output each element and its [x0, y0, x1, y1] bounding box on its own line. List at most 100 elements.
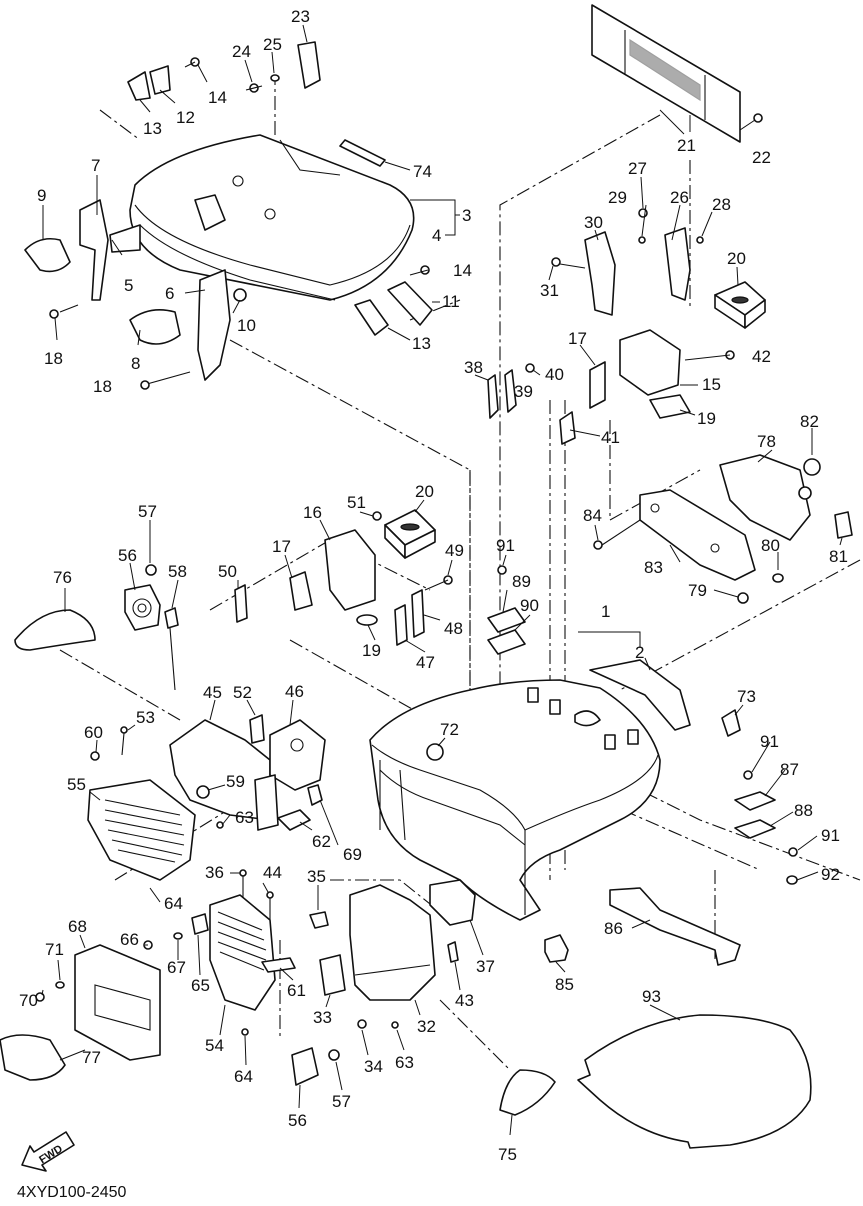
callout-66: 66 — [120, 930, 139, 949]
rail-86 — [609, 887, 741, 966]
callout-21: 21 — [677, 136, 696, 155]
forward-arrow: FWD — [21, 1131, 75, 1172]
parts-87-88-91-92 — [734, 770, 798, 885]
callout-40: 40 — [545, 365, 564, 384]
callout-14: 14 — [453, 261, 472, 280]
inner-bracket-16 — [234, 509, 453, 646]
callout-17: 17 — [568, 329, 587, 348]
strip-74 — [339, 139, 411, 171]
callout-46: 46 — [285, 682, 304, 701]
grille-55 — [87, 779, 196, 881]
part-35 — [309, 911, 329, 929]
callout-51: 51 — [347, 493, 366, 512]
hinge-pieces-top-left — [127, 57, 208, 113]
callout-labels: 23 24 25 14 12 13 74 3 4 7 9 5 6 10 8 18… — [19, 7, 848, 1164]
callout-12: 12 — [176, 108, 195, 127]
callout-19: 19 — [697, 409, 716, 428]
callout-65: 65 — [191, 976, 210, 995]
callout-11: 11 — [442, 292, 460, 311]
callout-58: 58 — [168, 562, 187, 581]
callout-15: 15 — [702, 375, 721, 394]
callout-93: 93 — [642, 987, 661, 1006]
callout-91: 91 — [760, 732, 779, 751]
callout-20: 20 — [415, 482, 434, 501]
bracket-15-17 — [589, 329, 735, 419]
lid-assembly — [129, 134, 415, 301]
callout-35: 35 — [307, 867, 326, 886]
bracket-23-24-25 — [244, 24, 321, 93]
callout-67: 67 — [167, 958, 186, 977]
callout-4: 4 — [432, 226, 441, 245]
screws-36-44 — [239, 869, 274, 920]
callout-84: 84 — [583, 506, 602, 525]
callout-16: 16 — [303, 503, 322, 522]
callout-76: 76 — [53, 568, 72, 587]
callout-78: 78 — [757, 432, 776, 451]
callout-20: 20 — [727, 249, 746, 268]
callout-52: 52 — [233, 683, 252, 702]
leader-lines — [41, 109, 843, 1136]
callout-30: 30 — [584, 213, 603, 232]
reflector-77 — [0, 1034, 66, 1081]
callout-14: 14 — [208, 88, 227, 107]
callout-22: 22 — [752, 148, 771, 167]
inner-panel-45 — [90, 714, 326, 831]
callout-92: 92 — [821, 865, 840, 884]
callout-91: 91 — [496, 536, 515, 555]
callout-69: 69 — [343, 845, 362, 864]
bracket-3-4 — [410, 199, 460, 236]
callout-49: 49 — [445, 541, 464, 560]
callout-72: 72 — [440, 720, 459, 739]
callout-37: 37 — [476, 957, 495, 976]
callout-83: 83 — [644, 558, 663, 577]
latch-assembly-26-31 — [551, 208, 704, 316]
callout-47: 47 — [416, 653, 435, 672]
callout-87: 87 — [780, 760, 799, 779]
callout-13: 13 — [412, 334, 431, 353]
mat-21 — [591, 4, 763, 143]
callout-42: 42 — [752, 347, 771, 366]
callout-48: 48 — [444, 619, 463, 638]
callout-62: 62 — [312, 832, 331, 851]
callout-36: 36 — [205, 863, 224, 882]
callout-89: 89 — [512, 572, 531, 591]
callout-88: 88 — [794, 801, 813, 820]
callout-56: 56 — [118, 546, 137, 565]
block-20-right — [714, 281, 766, 329]
callout-85: 85 — [555, 975, 574, 994]
callout-39: 39 — [514, 382, 533, 401]
callout-80: 80 — [761, 536, 780, 555]
grille-54 — [191, 894, 296, 1036]
callout-63: 63 — [235, 808, 254, 827]
callout-5: 5 — [124, 276, 133, 295]
grip-75 — [499, 1069, 556, 1116]
callout-73: 73 — [737, 687, 756, 706]
parts-62-69 — [216, 784, 323, 831]
callout-60: 60 — [84, 723, 103, 742]
callout-27: 27 — [628, 159, 647, 178]
part-85 — [544, 934, 569, 963]
callout-75: 75 — [498, 1145, 517, 1164]
grip-76 — [14, 609, 96, 651]
callout-18: 18 — [93, 377, 112, 396]
callout-8: 8 — [131, 354, 140, 373]
callout-28: 28 — [712, 195, 731, 214]
callout-9: 9 — [37, 186, 46, 205]
callout-34: 34 — [364, 1057, 383, 1076]
callout-70: 70 — [19, 991, 38, 1010]
hinge-left — [24, 199, 247, 390]
callout-1: 1 — [601, 602, 610, 621]
callout-77: 77 — [82, 1048, 101, 1067]
callout-54: 54 — [205, 1036, 224, 1055]
callout-25: 25 — [263, 35, 282, 54]
callout-53: 53 — [136, 708, 155, 727]
diagram-code: 4XYD100-2450 — [17, 1184, 127, 1201]
callout-18: 18 — [44, 349, 63, 368]
callout-26: 26 — [670, 188, 689, 207]
callout-41: 41 — [601, 428, 620, 447]
callout-10: 10 — [237, 316, 256, 335]
callout-59: 59 — [226, 772, 245, 791]
callout-81: 81 — [829, 547, 848, 566]
callout-64: 64 — [164, 894, 183, 913]
